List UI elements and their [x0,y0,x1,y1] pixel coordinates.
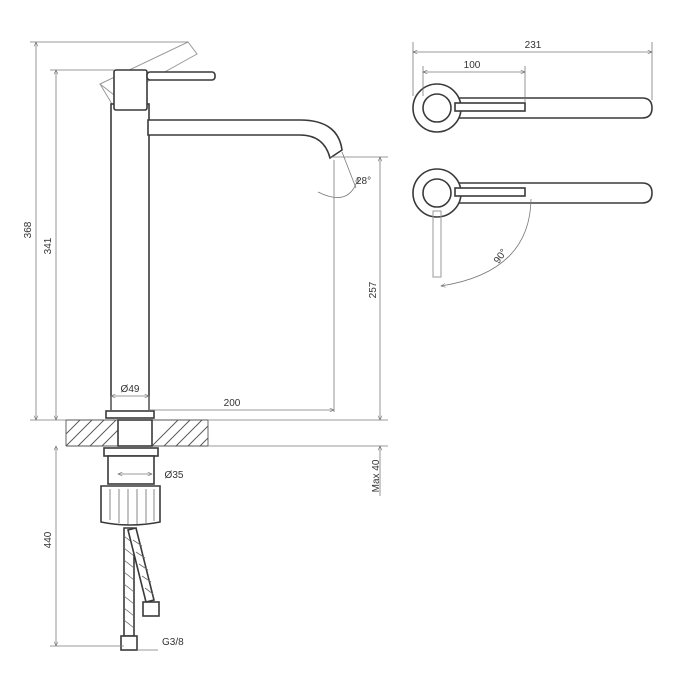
dim-total-height: 368 [23,221,34,238]
dim-spout-height: 341 [43,237,54,254]
dimension-lines-side [30,42,388,651]
hose-nut-left [120,635,138,651]
dim-spout-angle: 28° [356,176,371,187]
dim-outlet-height: 257 [368,281,379,298]
faucet-side-view [99,41,343,419]
mounting-assembly [100,419,161,526]
hose-nut-right [142,601,160,617]
dimension-lines-top [413,42,652,102]
shank [117,419,153,447]
lever-ghost-outline [99,41,198,105]
dim-body-diameter: Ø49 [121,384,140,395]
dim-hose-length: 440 [43,531,54,548]
shank-lower [107,455,155,485]
lever-ghost-top [432,210,442,278]
supply-hoses [120,527,160,651]
dim-max-thickness: Max 40 [371,459,382,492]
dim-spout-reach: 200 [224,398,241,409]
dim-top-lever: 100 [464,60,481,71]
lever-handle [146,71,216,81]
lever-top-rotated [454,187,526,197]
spout-angle-arc [317,178,358,198]
spout [147,119,343,160]
dim-lever-rotation: 90° [492,247,510,266]
lever-top-closed [454,102,526,112]
top-view-closed [412,83,653,133]
dim-top-length: 231 [525,40,542,51]
dim-thread: G3/8 [162,637,184,648]
handle-head [113,69,148,111]
washer [103,447,159,457]
faucet-body [110,103,150,417]
base-flange [105,410,155,419]
top-view-rotated [412,168,653,286]
dim-shank-diameter: Ø35 [165,470,184,481]
fixing-nut [100,485,161,526]
rotation-arc [441,198,532,286]
